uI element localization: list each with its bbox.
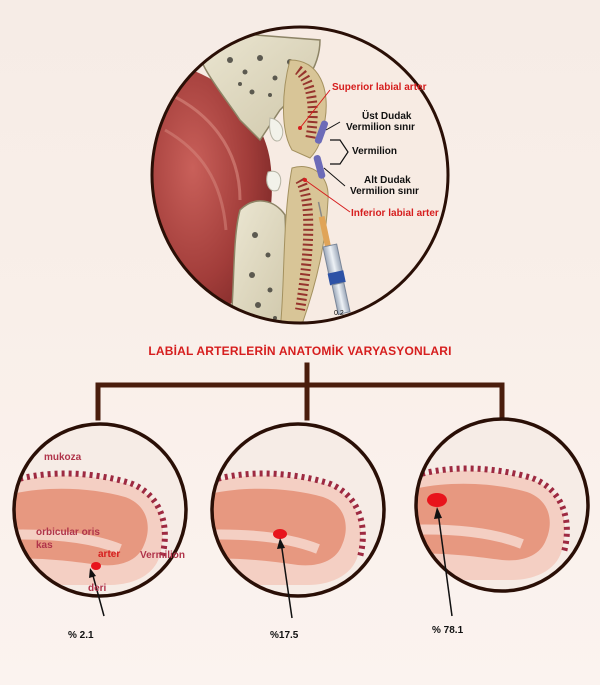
diagram-title: LABİAL ARTERLERİN ANATOMİK VARYASYONLARI [148, 344, 452, 358]
mucosa-label: mukoza [44, 452, 82, 463]
lower-lip-vermilion-border-label-2: Vermilion sınır [350, 186, 419, 197]
percent-variation-2: %17.5 [270, 630, 299, 641]
upper-lip-vermilion-border-label-1: Üst Dudak [362, 111, 412, 122]
orbicular-oris-label-2: kas [36, 540, 53, 551]
inferior-labial-artery-label: Inferior labial arter [351, 208, 439, 219]
artery-dot-1 [91, 562, 101, 570]
orbicular-oris-label-1: orbicular oris [36, 527, 100, 538]
superior-labial-artery-label: Superior labial arter [332, 82, 427, 93]
artery-dot-2 [273, 529, 287, 539]
syringe-mark: 0.2 [334, 310, 344, 317]
lower-lip-vermilion-border-label-1: Alt Dudak [364, 175, 411, 186]
upper-lip-vermilion-border-label-2: Vermilion sınır [346, 122, 415, 133]
percent-variation-3: % 78.1 [432, 625, 464, 636]
lip-cross-section-illustration [150, 25, 450, 325]
percent-variation-1: % 2.1 [68, 630, 94, 641]
artery-dot-3 [427, 493, 447, 507]
skin-label: deri [88, 583, 107, 594]
vermilion-label: Vermilion [352, 146, 398, 157]
vermilion-small-label: Vermilion [140, 550, 186, 561]
artery-label: arter [98, 549, 121, 560]
